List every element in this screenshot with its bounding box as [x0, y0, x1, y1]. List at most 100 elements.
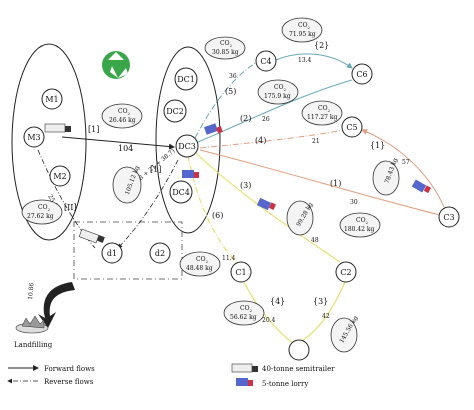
lorry-icon-c3	[411, 179, 432, 194]
route-c4-c6	[275, 53, 353, 69]
route-label-r2: (2)	[240, 114, 251, 123]
landfill-icon	[15, 315, 49, 334]
route-label-r4: (4)	[255, 136, 266, 145]
route-dc3-c3	[199, 149, 441, 216]
legend-semitrailer-label: 40-tonne semitrailer	[262, 365, 335, 373]
co2-cloud-12: CO2 27.62 kg	[21, 199, 63, 225]
route-dist-r4: 21	[312, 138, 320, 145]
landfill-label: Landfilling	[14, 341, 53, 349]
co2-cloud-5: CO2 117.27 kg	[301, 100, 343, 126]
route-label-c3c5: {1}	[370, 141, 385, 150]
route-label-r5: (5)	[225, 87, 236, 96]
svg-text:CO2: CO2	[298, 22, 311, 30]
svg-text:27.62 kg: 27.62 kg	[27, 213, 54, 220]
co2-cloud-10: CO2 56.62 kg	[223, 300, 265, 326]
route-dc3-c2	[195, 152, 341, 263]
route-label-c2c1: {3}	[313, 297, 328, 306]
semitrailer-icon-d1	[78, 228, 105, 244]
legend-semitrailer-icon	[231, 363, 258, 373]
route-label-m3d1: [II]	[64, 203, 77, 212]
co2-cloud-4: CO2 175.9 kg	[257, 79, 299, 105]
landfill-arrow	[38, 282, 75, 328]
svg-text:CO2: CO2	[240, 305, 253, 313]
svg-text:DC3: DC3	[178, 142, 196, 151]
co2-cloud-9: CO2 48.48 kg	[179, 251, 221, 277]
lorry-icon-dc4	[182, 170, 199, 178]
svg-text:M1: M1	[45, 95, 58, 104]
node-m1[interactable]: M1	[41, 88, 63, 110]
node-dc2[interactable]: DC2	[163, 99, 187, 123]
svg-text:48.48 kg: 48.48 kg	[186, 265, 213, 272]
route-dist-c1lower: 20.4	[262, 317, 276, 324]
node-d1[interactable]: d1	[101, 242, 123, 264]
svg-text:M3: M3	[27, 133, 40, 142]
legend-lorry-icon	[236, 378, 253, 386]
svg-text:180.42 kg: 180.42 kg	[344, 226, 375, 233]
route-dist-r5: 36	[229, 73, 237, 80]
route-m3-dc3	[61, 136, 175, 150]
node-c3[interactable]: C3	[438, 206, 460, 228]
legend-forward-label: Forward flows	[44, 365, 95, 373]
svg-text:C2: C2	[340, 268, 351, 277]
node-c5[interactable]: C5	[341, 116, 363, 138]
route-dist-r3: 48	[311, 237, 319, 244]
manufacturers-group	[11, 43, 87, 241]
route-label-reverse: [1]	[150, 165, 161, 174]
svg-text:175.9 kg: 175.9 kg	[264, 93, 291, 100]
route-label-c4c6: {2}	[314, 41, 329, 50]
node-m3[interactable]: M3	[23, 126, 45, 148]
svg-text:26.46 kg: 26.46 kg	[109, 117, 136, 124]
co2-cloud-1: CO2 26.46 kg	[101, 103, 143, 129]
route-dist-c4c6: 13.4	[298, 57, 312, 64]
svg-text:CO2: CO2	[196, 256, 209, 264]
route-dc3-c5	[199, 129, 345, 149]
svg-text:C6: C6	[356, 70, 367, 79]
co2-cloud-11: 145.56 kg	[330, 314, 360, 353]
route-label-r1: [1]	[88, 125, 99, 134]
node-dc4[interactable]: DC4	[169, 180, 193, 204]
svg-text:CO2: CO2	[356, 217, 369, 225]
node-d2[interactable]: d2	[149, 242, 171, 264]
svg-text:C5: C5	[346, 123, 357, 132]
co2-cloud-2: CO2 30.85 kg	[204, 36, 246, 60]
legend-lorry-label: 5-tonne lorry	[262, 380, 308, 388]
co2-cloud-6: 78.43 kg	[372, 157, 400, 196]
svg-text:CO2: CO2	[318, 105, 331, 113]
svg-text:56.62 kg: 56.62 kg	[230, 314, 257, 321]
node-c4[interactable]: C4	[255, 50, 277, 72]
svg-text:CO2: CO2	[220, 40, 233, 48]
node-dc1[interactable]: DC1	[174, 67, 198, 91]
co2-cloud-7: CO2 180.42 kg	[339, 212, 381, 238]
route-dc3-c4	[194, 59, 261, 139]
svg-text:DC4: DC4	[172, 188, 190, 197]
svg-text:d1: d1	[107, 249, 117, 258]
co2-cloud-8: 99.28 kg	[286, 200, 315, 236]
svg-text:117.27 kg: 117.27 kg	[307, 114, 338, 121]
recycle-icon	[102, 51, 130, 79]
route-dist-r6: 11.4	[222, 255, 236, 262]
route-label-r3: (3)	[240, 181, 251, 190]
node-m2[interactable]: M2	[49, 165, 71, 187]
node-c6[interactable]: C6	[351, 63, 373, 85]
route-dc3-c6	[197, 79, 353, 143]
svg-text:CO2: CO2	[274, 84, 287, 92]
route-label-dc3c3: (1)	[330, 179, 341, 188]
lorry-icon-dc3	[203, 123, 223, 135]
node-c1[interactable]: C1	[230, 261, 252, 283]
svg-text:C4: C4	[260, 57, 271, 66]
route-dist-c3c5: 57	[402, 159, 410, 166]
route-dist-r2: 26	[262, 116, 270, 123]
node-c1-lower[interactable]	[288, 339, 310, 361]
route-dc3-c1	[187, 154, 237, 263]
route-dist-c2c1: 42	[322, 313, 330, 320]
svg-text:C3: C3	[443, 213, 454, 222]
lorry-icon-route3	[256, 197, 276, 211]
landfill-value: 10.86	[27, 282, 35, 300]
svg-text:M2: M2	[53, 172, 66, 181]
node-c2[interactable]: C2	[335, 261, 357, 283]
node-dc3[interactable]: DC3	[175, 134, 199, 158]
route-dist-dc3c3: 30	[350, 199, 358, 206]
svg-text:30.85 kg: 30.85 kg	[212, 49, 239, 56]
